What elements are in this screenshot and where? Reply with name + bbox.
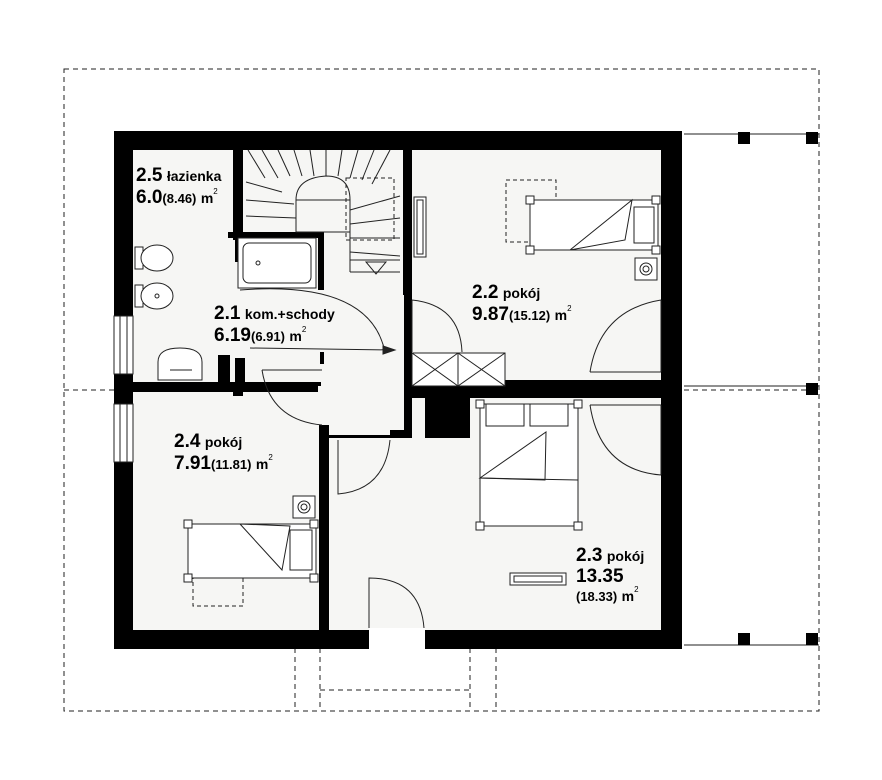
room-name: pokój <box>204 434 243 450</box>
area-unit: m <box>554 307 568 323</box>
stair-arrow <box>239 288 397 355</box>
column <box>738 132 750 144</box>
room-total-area: (11.81) <box>210 457 252 472</box>
room-total-area: (6.91) <box>250 329 285 344</box>
bed-room-22 <box>505 179 661 255</box>
column <box>806 383 818 395</box>
room-area: 7.91 <box>174 453 211 474</box>
room-label-pokoj-24: 2.4 pokój 7.91(11.81) m2 <box>174 432 273 473</box>
room-area: 9.87 <box>472 304 509 325</box>
room-name: kom.+schody <box>244 306 335 322</box>
room-code: 2.3 <box>576 545 603 566</box>
room-area: 13.35 <box>576 566 624 587</box>
bathroom-fixtures <box>134 237 317 381</box>
room-total-area: (18.33) <box>576 589 618 604</box>
room-name: pokój <box>606 548 645 564</box>
room-total-area: (8.46) <box>162 191 197 206</box>
area-unit: m <box>255 456 269 472</box>
room-code: 2.5 <box>136 165 163 186</box>
bed-room-23 <box>475 399 583 531</box>
door-swings <box>261 299 662 629</box>
washbasin-icon <box>157 347 203 381</box>
column <box>738 633 750 645</box>
column <box>806 633 818 645</box>
room-label-pokoj-23: 2.3 pokój 13.35 (18.33) m2 <box>576 546 644 605</box>
room-total-area: (15.12) <box>508 308 551 323</box>
bed-room-24 <box>183 519 319 607</box>
room-code: 2.2 <box>472 282 499 303</box>
area-exponent: 2 <box>634 585 639 594</box>
room-label-pokoj-22: 2.2 pokój 9.87(15.12) m2 <box>472 283 572 324</box>
stairs <box>245 149 401 275</box>
room-label-komunikacja: 2.1 kom.+schody 6.19(6.91) m2 <box>214 304 335 345</box>
room-name: łazienka <box>166 168 222 184</box>
area-unit: m <box>200 190 214 206</box>
area-exponent: 2 <box>301 325 307 334</box>
room-code: 2.4 <box>174 431 201 452</box>
room-code: 2.1 <box>214 303 241 324</box>
windows <box>113 315 134 463</box>
toilet-icon <box>140 244 174 272</box>
area-exponent: 2 <box>567 304 572 313</box>
furniture-misc <box>292 196 658 586</box>
interior-walls <box>218 150 661 630</box>
terrace <box>684 132 819 646</box>
column <box>806 132 818 144</box>
entry-opening <box>369 628 425 649</box>
room-area: 6.19 <box>214 325 251 346</box>
area-unit: m <box>289 328 302 344</box>
room-label-lazienka: 2.5 łazienka 6.0(8.46) m2 <box>136 166 221 207</box>
area-exponent: 2 <box>268 453 273 462</box>
area-unit: m <box>621 588 635 604</box>
room-name: pokój <box>502 285 541 301</box>
room-area: 6.0 <box>136 187 163 208</box>
area-exponent: 2 <box>213 187 218 196</box>
